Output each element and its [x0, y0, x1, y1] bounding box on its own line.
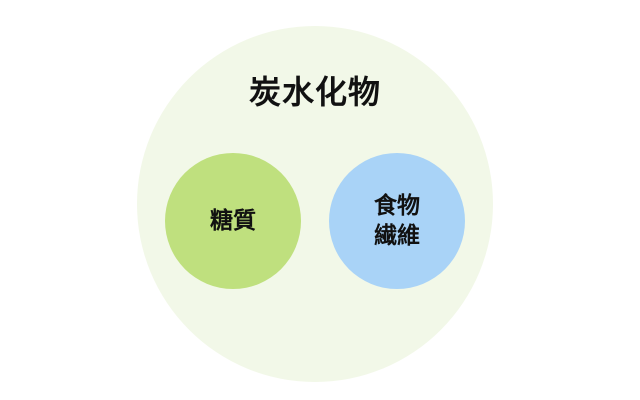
sugar-label: 糖質 — [210, 208, 256, 234]
dietary-fiber-label-line-1: 食物 — [374, 193, 420, 219]
sugar-circle: 糖質 — [165, 153, 301, 289]
carbohydrate-label: 炭水化物 — [248, 73, 381, 111]
dietary-fiber-circle: 食物 繊維 — [329, 153, 465, 289]
dietary-fiber-label-line-2: 繊維 — [374, 223, 420, 249]
